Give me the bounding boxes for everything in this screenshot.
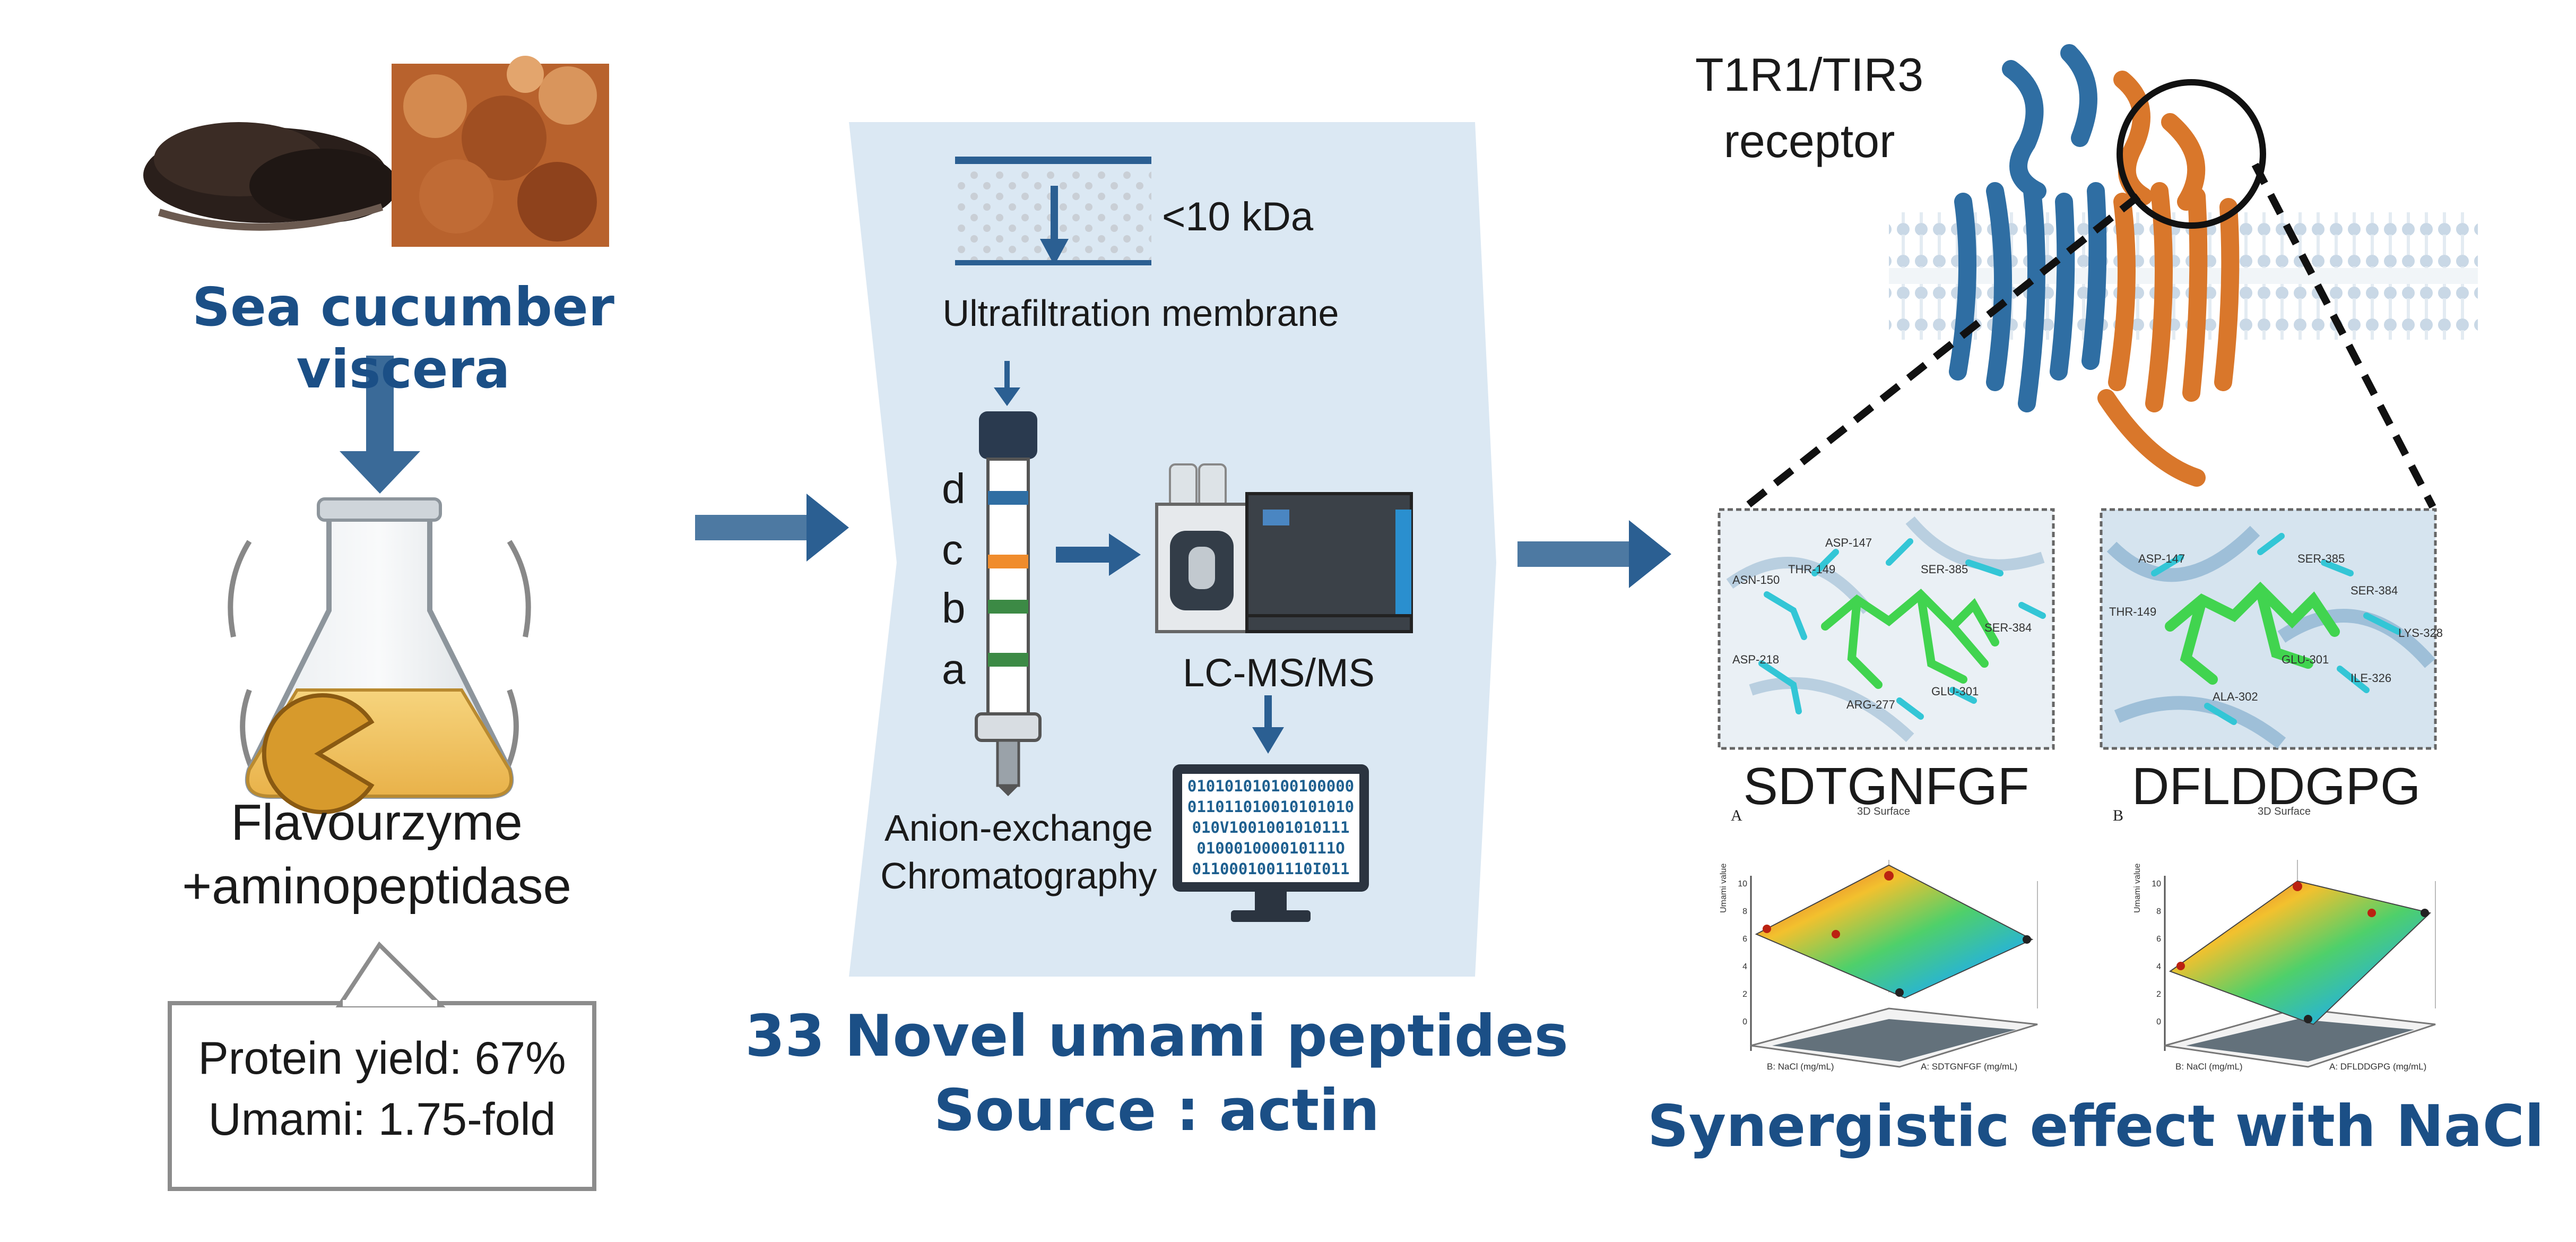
- plot-b-ylabel: B: NaCl (mg/mL): [2175, 1062, 2243, 1072]
- ultrafiltration-membrane-icon: [955, 157, 1151, 265]
- fraction-b-label: b: [942, 584, 966, 632]
- peptide-b-label: DFLDDGPG: [2131, 757, 2421, 815]
- fraction-d-label: d: [942, 465, 966, 512]
- binary-line: 010001000010111O: [1196, 839, 1345, 857]
- enzyme-label-line1: Flavourzyme: [231, 794, 523, 851]
- residue-label: SER-384: [1984, 621, 2032, 634]
- residue-label: ARG-277: [1846, 698, 1895, 711]
- chromatography-column-icon: [975, 411, 1042, 796]
- receptor-structure: [1889, 44, 2478, 487]
- z-tick: 4: [2156, 962, 2161, 971]
- plot-b-z-ticks: 10 8 6 4 2 0: [2146, 870, 2161, 1036]
- z-tick: 10: [1738, 879, 1747, 889]
- residue-label: ASP-218: [1732, 653, 1780, 666]
- residue-label: ALA-302: [2213, 690, 2258, 703]
- column-label-line2: Chromatography: [880, 855, 1157, 896]
- zoom-line-right: [2251, 162, 2436, 509]
- z-tick: 4: [1742, 962, 1747, 971]
- z-tick: 10: [2152, 879, 2161, 889]
- surface-caption-a: 3D Surface: [1857, 806, 1911, 817]
- protein-yield-text: Protein yield: 67%: [198, 1033, 566, 1084]
- residue-label: ILE-326: [2351, 671, 2392, 685]
- umami-fold-text: Umami: 1.75-fold: [208, 1094, 556, 1145]
- residue-label: SER-385: [2297, 552, 2345, 565]
- column-label-line1: Anion-exchange: [884, 807, 1153, 849]
- source-title: Sea cucumber viscera: [192, 276, 614, 400]
- membrane-label: Ultrafiltration membrane: [942, 292, 1339, 334]
- z-tick: 6: [2156, 935, 2161, 944]
- enzyme-pacman-icon: [262, 693, 375, 814]
- enzyme-label-line2: +aminopeptidase: [182, 858, 571, 915]
- right-arrow-icon: [695, 494, 849, 562]
- surface-plot-b: [2164, 860, 2436, 1068]
- z-tick: 8: [1742, 907, 1747, 916]
- binary-readout: 010101010100100000 011011010010101010 01…: [1182, 776, 1359, 879]
- zoom-line-left: [1743, 193, 2141, 510]
- z-tick: 2: [2156, 990, 2161, 999]
- binary-line: 0110001001110I011: [1192, 860, 1350, 878]
- z-tick: 0: [2156, 1017, 2161, 1027]
- peptide-a-label: SDTGNFGF: [1743, 757, 2029, 815]
- residue-label: THR-149: [1788, 563, 1836, 576]
- fraction-a-label: a: [942, 645, 966, 693]
- down-arrow-icon: [340, 356, 420, 494]
- residue-label: ASP-147: [2138, 552, 2185, 565]
- computer-monitor-icon: [1173, 764, 1369, 922]
- fraction-c-label: c: [942, 526, 963, 573]
- receptor-label-line1: T1R1/TIR3: [1695, 48, 1924, 101]
- receptor-label-line2: receptor: [1723, 115, 1895, 167]
- right-arrow-small-icon: [1056, 533, 1141, 576]
- lcms-label: LC-MS/MS: [1183, 651, 1375, 695]
- binary-line: 010V1001001010111: [1192, 818, 1350, 836]
- z-tick: 2: [1742, 990, 1747, 999]
- plot-b-zlabel: Umami value: [2133, 863, 2142, 913]
- z-tick: 8: [2156, 907, 2161, 916]
- residue-label: ASN-150: [1732, 573, 1780, 586]
- plot-b-xlabel: A: DFLDDGPG (mg/mL): [2329, 1062, 2427, 1072]
- conclusion-title: Synergistic effect with NaCl: [1647, 1093, 2545, 1160]
- residue-label: GLU-301: [2282, 653, 2329, 666]
- residue-label: THR-149: [2109, 605, 2157, 618]
- plot-a-z-ticks: 10 8 6 4 2 0: [1732, 870, 1747, 1036]
- result-title-line1: 33 Novel umami peptides: [745, 1003, 1568, 1070]
- residue-label: LYS-328: [2398, 626, 2443, 640]
- result-title-line2: Source : actin: [933, 1077, 1380, 1144]
- binary-line: 011011010010101010: [1187, 798, 1355, 816]
- plot-a-zlabel: Umami value: [1719, 863, 1728, 913]
- sea-cucumber-photo: [143, 122, 398, 231]
- result-callout: [168, 941, 596, 1191]
- right-arrow-2-icon: [1517, 520, 1671, 588]
- panel-a-letter: A: [1731, 807, 1742, 824]
- panel-b-letter: B: [2113, 807, 2124, 824]
- z-tick: 0: [1742, 1017, 1747, 1027]
- plot-a-ylabel: B: NaCl (mg/mL): [1767, 1062, 1834, 1072]
- docking-panel-b: [2100, 508, 2437, 750]
- viscera-photo: [392, 56, 609, 247]
- surface-caption-b: 3D Surface: [2258, 806, 2311, 817]
- docking-panel-a: [1718, 508, 2055, 750]
- z-tick: 6: [1742, 935, 1747, 944]
- binary-line: 010101010100100000: [1187, 777, 1355, 795]
- plot-a-xlabel: A: SDTGNFGF (mg/mL): [1921, 1062, 2018, 1072]
- lcms-instrument-icon: [1155, 463, 1413, 633]
- residue-label: SER-384: [2351, 584, 2398, 597]
- residue-label: GLU-301: [1931, 685, 1979, 698]
- residue-label: ASP-147: [1825, 536, 1872, 549]
- down-arrow-small-icon: [994, 361, 1020, 406]
- membrane-cutoff-label: <10 kDa: [1162, 194, 1314, 239]
- surface-plot-a: [1750, 860, 2038, 1068]
- residue-label: SER-385: [1921, 563, 1968, 576]
- down-arrow-small-2-icon: [1252, 695, 1284, 754]
